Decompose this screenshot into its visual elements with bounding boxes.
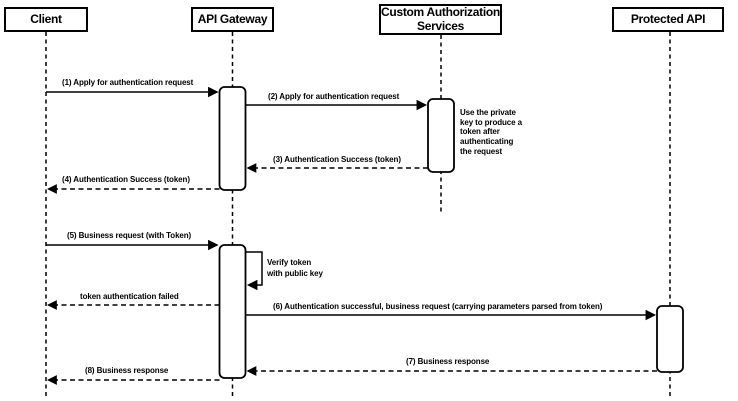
message-4-label: (4) Authentication Success (token): [62, 175, 190, 184]
message-token-failed-label: token authentication failed: [80, 292, 179, 301]
participant-custom-authorization-services: Custom Authorization Services: [379, 4, 502, 35]
message-3-label: (3) Authentication Success (token): [273, 155, 401, 164]
message-verify-token-self-arrow: [245, 251, 263, 291]
activation-protected-api: [656, 305, 684, 373]
activation-api-gateway-auth: [218, 86, 247, 191]
activation-custom-authorization-services: [427, 98, 455, 173]
activation-api-gateway-business: [218, 244, 247, 379]
message-6-label: (6) Authentication successful, business …: [273, 302, 603, 311]
message-verify-token-label: Verify token with public key: [267, 258, 323, 278]
participant-protected-api: Protected API: [612, 7, 724, 32]
message-8-label: (8) Business response: [85, 366, 169, 375]
note-use-private-key: Use the private key to produce a token a…: [460, 108, 522, 156]
participant-api-gateway: API Gateway: [191, 7, 274, 32]
message-5-label: (5) Business request (with Token): [67, 231, 192, 240]
message-1-label: (1) Apply for authentication request: [62, 78, 194, 87]
participant-client: Client: [4, 7, 88, 32]
message-7-label: (7) Business response: [406, 357, 490, 366]
message-2-label: (2) Apply for authentication request: [268, 92, 400, 101]
